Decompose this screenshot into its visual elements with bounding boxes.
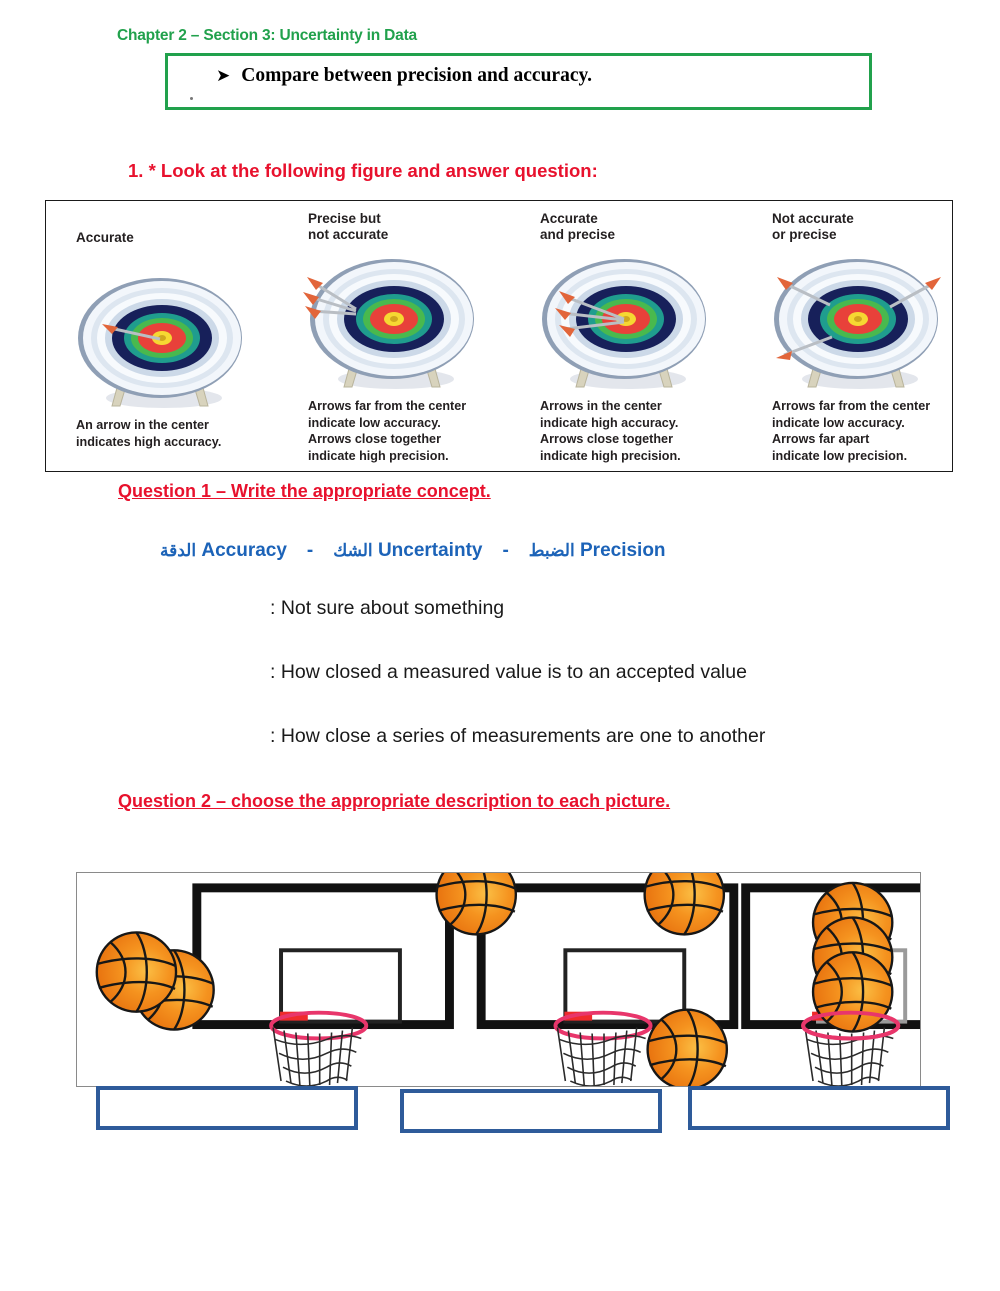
objective-row: ➤ Compare between precision and accuracy… — [168, 56, 869, 87]
answer-box-hoop-2[interactable] — [400, 1089, 662, 1133]
figure-panel-caption: Arrows far from the center indicate low … — [308, 399, 467, 464]
objective-box: ➤ Compare between precision and accuracy… — [165, 53, 872, 110]
figure-panel-accurate-and-precise: Accurate and precise — [510, 201, 742, 471]
word-bank-separator: - — [502, 540, 509, 561]
word-bank-arabic: الضبط — [528, 541, 575, 560]
figure-panel-heading: Not accurate or precise — [772, 211, 854, 243]
target-illustration-3 — [510, 257, 742, 392]
word-bank-arabic: الشك — [333, 541, 373, 560]
word-bank-item-uncertainty: الشك Uncertainty — [333, 540, 482, 562]
hoop-group-2 — [435, 873, 739, 1086]
definition-line-accuracy: : How closed a measured value is to an a… — [270, 661, 747, 683]
hoop-group-1 — [95, 883, 454, 1086]
objective-text: Compare between precision and accuracy. — [241, 65, 593, 86]
archery-target-icon — [78, 278, 242, 408]
figure-panel-not-accurate-or-precise: Not accurate or precise — [742, 201, 952, 471]
arrow-bullet-icon: ➤ — [216, 65, 231, 85]
answer-box-hoop-1[interactable] — [96, 1086, 358, 1130]
basketball-figure-panel — [76, 872, 921, 1087]
definition-line-precision: : How close a series of measurements are… — [270, 725, 766, 747]
word-bank-english: Accuracy — [201, 540, 287, 561]
archery-target-icon — [774, 259, 941, 389]
figure-panel-heading: Accurate — [76, 230, 134, 245]
instruction-text: 1. * Look at the following figure and an… — [128, 160, 598, 181]
answer-box-hoop-3[interactable] — [688, 1086, 950, 1130]
basketball-hoops-illustration — [95, 873, 920, 1086]
target-illustration-2 — [278, 257, 510, 392]
word-bank-english: Precision — [580, 540, 666, 561]
stray-dot-mark — [190, 97, 193, 100]
word-bank-arabic: الدقة — [160, 541, 197, 560]
figure-panel-heading: Precise but not accurate — [308, 211, 389, 243]
archery-target-icon — [303, 259, 474, 389]
figure-panel-accurate: Accurate — [46, 201, 278, 471]
word-bank-english: Uncertainty — [377, 540, 483, 561]
hoop-group-3 — [741, 881, 920, 1086]
accuracy-precision-figure: Accurate — [45, 200, 953, 472]
target-illustration-4 — [742, 257, 952, 392]
word-bank-item-accuracy: الدقة Accuracy — [160, 540, 287, 562]
chapter-title: Chapter 2 – Section 3: Uncertainty in Da… — [117, 27, 417, 44]
archery-target-icon — [542, 259, 706, 389]
figure-panel-caption: An arrow in the center indicates high ac… — [76, 418, 222, 449]
question-2-heading: Question 2 – choose the appropriate desc… — [118, 791, 671, 811]
figure-panel-precise-not-accurate: Precise but not accurate — [278, 201, 510, 471]
word-bank-separator: - — [306, 540, 314, 561]
figure-panel-caption: Arrows in the center indicate high accur… — [540, 399, 681, 464]
definition-line-uncertainty: : Not sure about something — [270, 597, 505, 619]
target-illustration-1 — [46, 276, 278, 411]
word-bank-item-precision: الضبط Precision — [529, 540, 666, 562]
word-bank: الدقة Accuracy-الشك Uncertainty-الضبط Pr… — [160, 540, 840, 562]
figure-panel-heading: Accurate and precise — [540, 211, 616, 243]
question-1-heading: Question 1 – Write the appropriate conce… — [118, 481, 491, 501]
figure-panel-caption: Arrows far from the center indicate low … — [772, 399, 931, 464]
